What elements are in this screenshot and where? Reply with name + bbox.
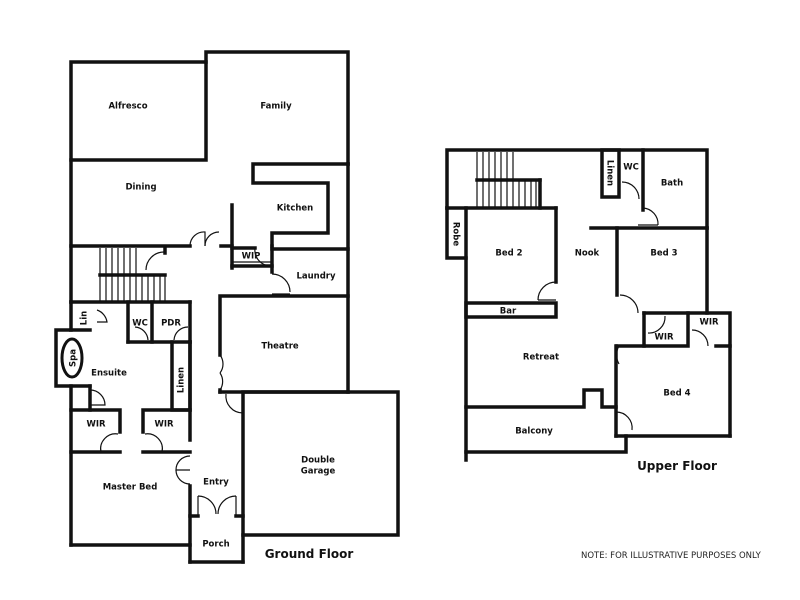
spa-tub [60,337,84,379]
bath-door[interactable] [642,207,659,226]
upper-top-wall [445,148,709,230]
room-label-upper-linen: Linen [605,160,615,186]
stairs-upper [475,152,542,210]
bed4-door[interactable] [615,411,633,431]
upper-floor-plan [445,148,732,462]
room-label-robe: Robe [451,222,461,246]
wir-left-top [69,408,122,434]
room-label-wir-right: WIR [154,420,174,430]
upper-floor-title: Upper Floor [637,459,717,473]
entry-door-left[interactable] [197,495,217,516]
room-label-alfresco: Alfresco [108,102,147,112]
ensuite-door[interactable] [89,389,106,406]
wir-left-door[interactable] [100,433,119,453]
room-label-spa: Spa [69,349,79,367]
dining-door-right[interactable] [204,231,220,247]
master-door-1[interactable] [175,455,191,471]
room-label-master-bed: Master Bed [103,483,158,493]
family-walls [204,50,350,166]
theatre-door-1[interactable] [219,354,224,374]
wc-door[interactable] [134,326,149,341]
entry-door-right[interactable] [217,495,237,516]
dining-door-left[interactable] [189,231,206,247]
room-label-upper-wir-right: WIR [699,318,719,328]
theatre-top-wall [218,294,350,357]
room-label-double: Double [301,456,335,466]
upper-wir-left-door[interactable] [647,315,666,334]
spa-alcove-walls [54,328,92,388]
room-label-bed4: Bed 4 [663,389,690,399]
room-label-bed3: Bed 3 [650,249,677,259]
labels: Alfresco Family Dining Kitchen WIP Laund… [69,102,762,562]
room-label-wir-left: WIR [86,420,106,430]
room-label-wip: WIP [242,252,261,262]
room-label-entry: Entry [203,478,229,488]
balcony-top-wall [464,388,618,409]
room-label-garage: Garage [301,467,336,477]
room-label-ensuite: Ensuite [91,369,127,379]
room-label-laundry: Laundry [296,272,336,282]
room-label-upper-wc: WC [623,163,639,173]
wir-right-top [141,408,192,434]
room-label-bath: Bath [661,179,683,189]
upper-linen [600,148,621,199]
room-label-bed2: Bed 2 [495,249,522,259]
bed2-door[interactable] [537,281,557,301]
room-label-nook: Nook [575,249,600,259]
bed3-door[interactable] [619,294,639,314]
balcony-bottom-wall [464,434,628,454]
room-label-balcony: Balcony [515,427,553,437]
upper-wc-door[interactable] [621,181,640,200]
room-label-family: Family [260,102,292,112]
room-label-wc: WC [132,319,148,329]
room-label-lin: Lin [80,311,90,325]
upper-wir-right-door[interactable] [691,329,709,347]
room-label-theatre: Theatre [261,342,299,352]
laundry-door-swing[interactable] [271,273,291,293]
stairs-ground [69,246,192,304]
garage-door[interactable] [225,393,244,414]
kitchen-walls [251,162,350,248]
room-label-dining: Dining [125,183,156,193]
room-label-porch: Porch [202,540,229,550]
bar-counter [464,301,558,319]
room-label-linen: Linen [177,367,187,393]
ground-floor-title: Ground Floor [265,547,354,561]
room-label-retreat: Retreat [523,353,559,363]
ground-floor-plan [54,50,400,564]
illustrative-note: NOTE: FOR ILLUSTRATIVE PURPOSES ONLY [581,551,762,561]
retreat-door[interactable] [615,345,620,365]
wir-right-door[interactable] [144,433,163,453]
lin-door[interactable] [96,309,108,323]
garage-walls [241,390,400,537]
theatre-door-2[interactable] [219,372,224,391]
robe-walls [445,206,468,260]
pdr-door[interactable] [173,326,189,341]
master-door-2[interactable] [175,469,191,485]
room-label-pdr: PDR [161,319,181,329]
wip-door-swing[interactable] [254,247,272,267]
room-label-upper-wir-left: WIR [654,333,674,343]
room-label-kitchen: Kitchen [277,204,313,214]
room-label-bar: Bar [500,307,517,317]
